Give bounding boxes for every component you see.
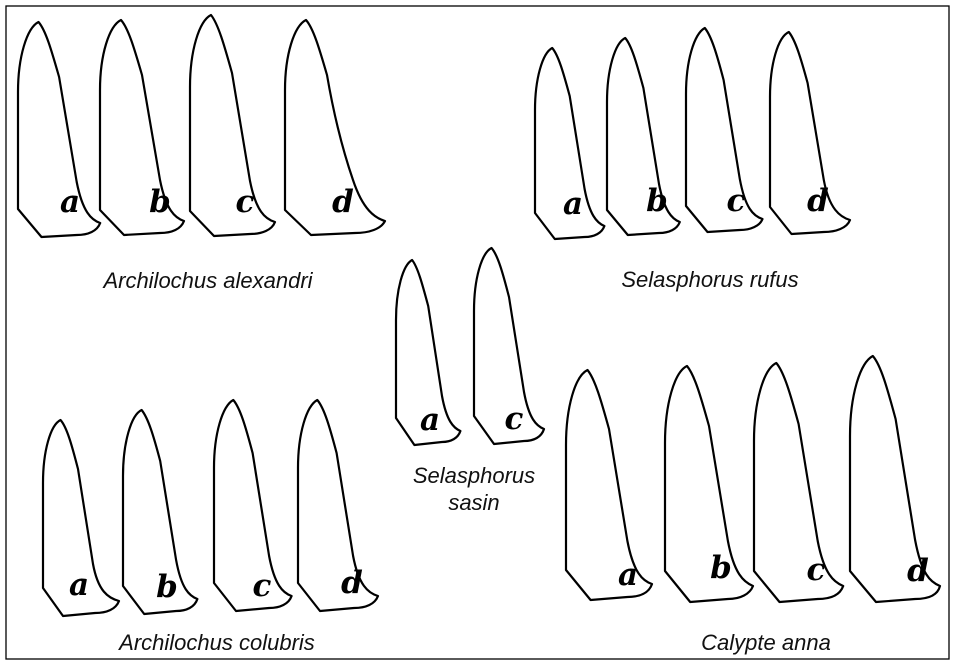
feather-c: c: [474, 248, 544, 444]
feather-c: c: [190, 15, 275, 236]
feather-b: b: [665, 366, 753, 602]
feather-letter: d: [332, 184, 354, 220]
species-label-line-2: sasin: [448, 490, 499, 515]
feather-letter: b: [156, 569, 178, 605]
species-label: Archilochus colubris: [117, 630, 315, 655]
feather-letter: d: [341, 565, 363, 601]
feather-letter: b: [710, 550, 732, 586]
feather-c: c: [686, 28, 763, 232]
group-archilochus-alexandri: a b c d Archilochus alexandri: [18, 15, 385, 293]
group-selasphorus-sasin: a c Selasphorus sasin: [396, 248, 544, 515]
feather-a: a: [43, 420, 119, 616]
feather-a: a: [18, 22, 100, 237]
feather-outline: [190, 15, 275, 236]
feather-d: d: [298, 400, 378, 611]
feather-letter: c: [727, 183, 746, 219]
feather-letter: b: [646, 183, 668, 219]
feather-outline: [298, 400, 378, 611]
feather-a: a: [535, 48, 604, 239]
feather-letter: a: [563, 186, 583, 222]
feather-letter: c: [253, 568, 272, 604]
feather-letter: c: [236, 184, 255, 220]
group-calypte-anna: a b c d Calypte anna: [566, 356, 940, 655]
feather-letter: d: [907, 553, 929, 589]
species-label: Selasphorus rufus: [621, 267, 798, 292]
feather-outline: [100, 20, 184, 235]
species-label: Archilochus alexandri: [101, 268, 313, 293]
feather-outline: [566, 370, 652, 600]
feather-b: b: [607, 38, 680, 235]
feather-d: d: [850, 356, 940, 602]
feather-letter: d: [807, 183, 829, 219]
feather-outline: [607, 38, 680, 235]
feather-c: c: [214, 400, 292, 611]
group-selasphorus-rufus: a b c d Selasphorus rufus: [535, 28, 850, 292]
feather-d: d: [770, 32, 850, 234]
feather-outline: [754, 363, 843, 602]
feather-a: a: [396, 260, 460, 445]
feather-a: a: [566, 370, 652, 600]
group-archilochus-colubris: a b c d Archilochus colubris: [43, 400, 378, 655]
feather-d: d: [285, 20, 385, 235]
feather-letter: a: [618, 557, 638, 593]
feather-letter: b: [149, 184, 171, 220]
feather-c: c: [754, 363, 843, 602]
feather-outline: [665, 366, 753, 602]
feather-b: b: [100, 20, 184, 235]
feather-letter: a: [60, 184, 80, 220]
feather-letter: a: [420, 402, 440, 438]
feather-letter: a: [69, 567, 89, 603]
feather-letter: c: [807, 552, 826, 588]
species-label: Calypte anna: [701, 630, 831, 655]
species-label-line-1: Selasphorus: [413, 463, 535, 488]
feather-letter: c: [505, 401, 524, 437]
feather-b: b: [123, 410, 197, 614]
feather-outline: [686, 28, 763, 232]
